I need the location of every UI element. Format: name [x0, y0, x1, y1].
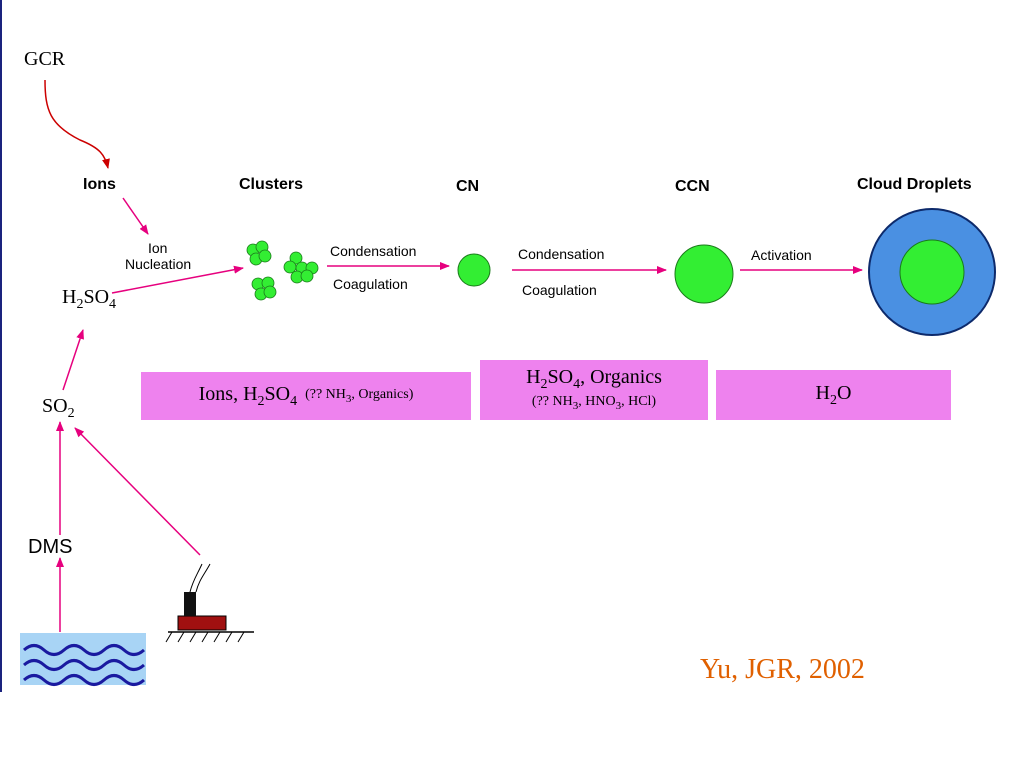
- clusters-particles: [246, 240, 319, 301]
- cn-label: CN: [456, 178, 480, 195]
- factory-to-so2-arrow: [74, 427, 201, 556]
- box-h2so4-organics: H2SO4, Organics (?? NH3, HNO3, HCl): [480, 360, 708, 420]
- ion-nucleation-label-line1: Ion: [148, 240, 168, 256]
- condensation-label-1: Condensation: [330, 243, 417, 259]
- coagulation-label-2: Coagulation: [522, 282, 597, 298]
- citation: Yu, JGR, 2002: [700, 654, 865, 685]
- activation-label: Activation: [751, 247, 812, 263]
- left-border: [0, 0, 2, 692]
- ocean-waves-icon: [20, 633, 146, 686]
- ion-nucleation-label-line2: Nucleation: [125, 256, 192, 272]
- coagulation-label-1: Coagulation: [333, 276, 408, 292]
- h2so4-to-clusters-arrow: [111, 265, 244, 294]
- ccn-label: CCN: [675, 178, 710, 195]
- h2so4-label: H2SO4: [62, 286, 117, 312]
- so2-label: SO2: [42, 395, 75, 421]
- gcr-arrow: [44, 79, 110, 169]
- so2-to-h2so4-arrow: [62, 329, 84, 391]
- ions-label: Ions: [83, 176, 116, 193]
- factory-smokestack-icon: [165, 563, 254, 643]
- ions-to-nucleation-arrow: [122, 197, 149, 235]
- ccn-particle: [674, 244, 734, 304]
- box-ions-h2so4: Ions, H2SO4(?? NH3, Organics): [141, 372, 471, 420]
- dms-label: DMS: [28, 536, 73, 558]
- box-h2o: H2O: [716, 370, 951, 420]
- cloud-droplets-label: Cloud Droplets: [857, 176, 972, 193]
- condensation-label-2: Condensation: [518, 246, 605, 262]
- gcr-label: GCR: [24, 48, 66, 70]
- clusters-label: Clusters: [239, 176, 304, 193]
- cloud-droplet-core: [899, 239, 965, 305]
- cn-particle: [457, 253, 491, 287]
